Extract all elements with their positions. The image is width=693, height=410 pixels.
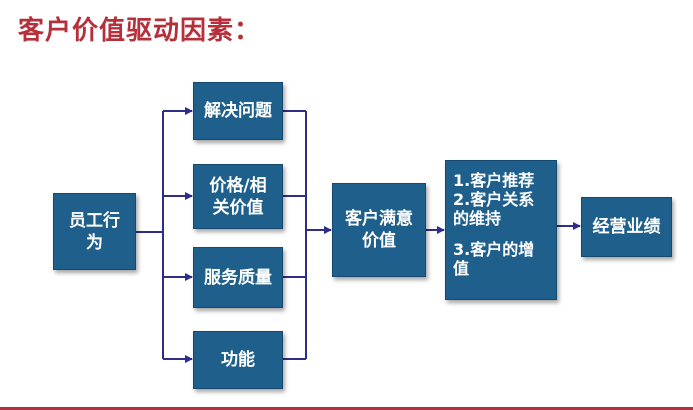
outcome-line-3: 的维持: [453, 209, 502, 228]
customer-satisfaction-line1: 客户满意: [345, 209, 413, 229]
customer-satisfaction-box: 客户满意 价值: [332, 183, 426, 277]
outcome-line-2: 2.客户关系: [453, 190, 535, 209]
outcome-line-1: 1.客户推荐: [453, 171, 535, 190]
customer-satisfaction-line2: 价值: [362, 231, 396, 251]
customer-outcomes-box: 1.客户推荐 2.客户关系 的维持 3.客户的增 值: [445, 160, 557, 300]
price-value-box: 价格/相 关价值: [193, 164, 283, 229]
function-label: 功能: [221, 350, 255, 370]
business-performance-label: 经营业绩: [592, 217, 661, 237]
price-value-line2: 关价值: [212, 197, 264, 218]
employee-behavior-line2: 为: [86, 232, 103, 253]
solve-problem-label: 解决问题: [204, 101, 272, 121]
page-title: 客户价值驱动因素：: [18, 16, 262, 46]
employee-behavior-box: 员工行 为: [53, 193, 136, 270]
employee-behavior-line1: 员工行: [69, 210, 120, 231]
service-quality-label: 服务质量: [204, 267, 272, 288]
bottom-accent-bar: [0, 407, 693, 410]
business-performance-box: 经营业绩: [581, 197, 672, 257]
solve-problem-box: 解决问题: [193, 82, 283, 140]
price-value-line1: 价格/相: [209, 175, 267, 196]
outcome-line-5: 值: [453, 259, 470, 278]
service-quality-box: 服务质量: [193, 247, 283, 308]
outcome-line-4: 3.客户的增: [453, 240, 535, 259]
function-box: 功能: [193, 331, 283, 389]
